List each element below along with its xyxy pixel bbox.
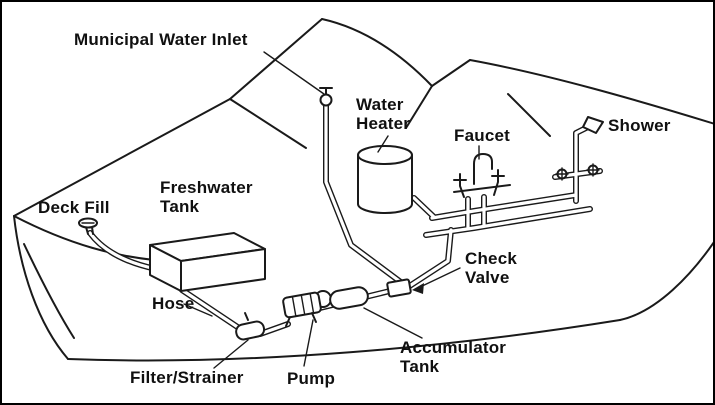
leader-lines [183, 51, 480, 369]
faucet-drawing [453, 153, 511, 198]
boat-hull-outline [13, 18, 713, 362]
label-shower: Shower [608, 116, 671, 135]
municipal-water-inlet-fitting [319, 87, 333, 107]
filter-strainer-drawing [235, 312, 266, 341]
label-municipal-water-inlet: Municipal Water Inlet [74, 30, 248, 49]
label-faucet: Faucet [454, 126, 510, 145]
label-deck-fill: Deck Fill [38, 198, 110, 217]
label-freshwater-tank: Freshwater Tank [160, 178, 253, 217]
check-valve-drawing [386, 278, 412, 298]
label-hose: Hose [152, 294, 195, 313]
label-water-heater: Water Heater [356, 95, 411, 134]
deck-fill-fitting [78, 217, 98, 235]
freshwater-tank-drawing [149, 232, 266, 292]
shower-drawing [555, 116, 604, 181]
label-pump: Pump [287, 369, 336, 388]
label-filter-strainer: Filter/Strainer [130, 368, 244, 387]
label-check-valve: Check Valve [465, 249, 518, 288]
pipe-runs [87, 103, 603, 337]
water-heater-drawing [357, 145, 413, 214]
accumulator-tank-drawing [329, 286, 369, 310]
pump-drawing [282, 290, 332, 327]
label-accumulator-tank: Accumulator Tank [400, 338, 507, 377]
